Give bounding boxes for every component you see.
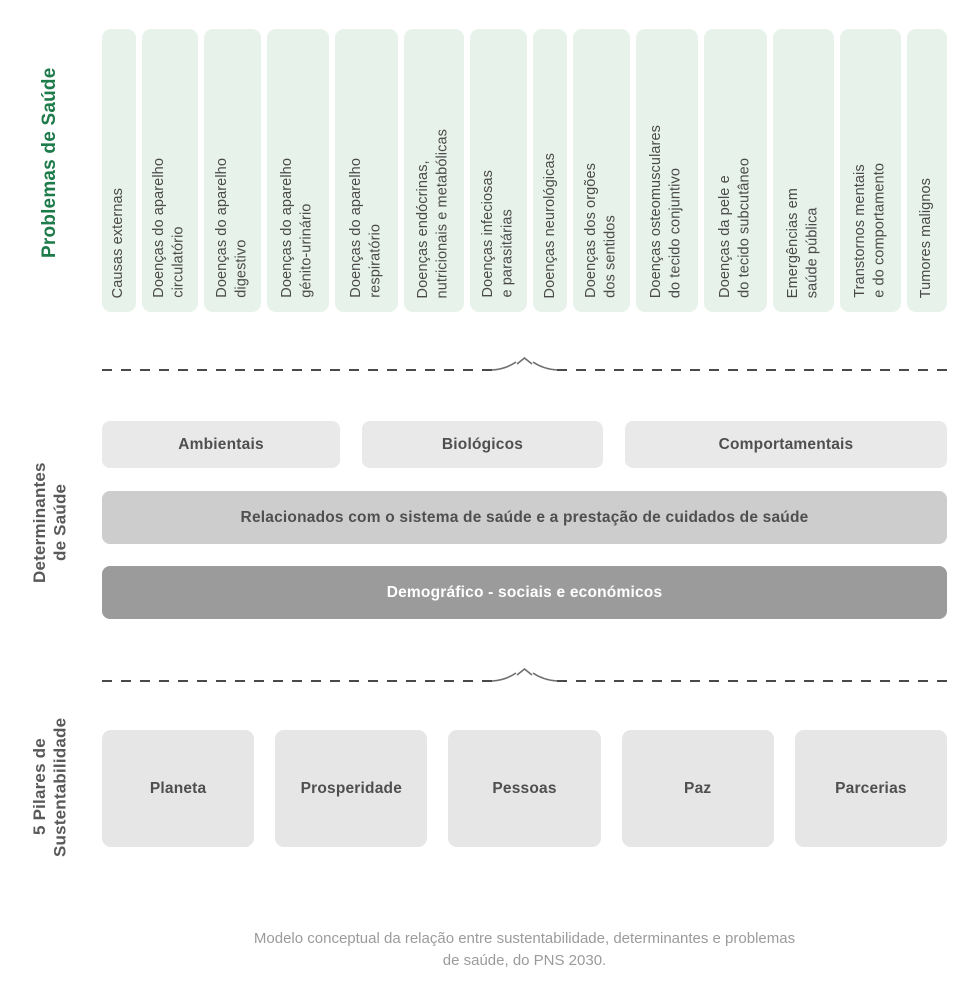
problems-row: Causas externas Doenças do aparelho circu… xyxy=(102,29,948,312)
problem-card: Doenças osteomusculares do tecido conjun… xyxy=(635,29,699,312)
section-label-problemas-de-saude: Problemas de Saúde xyxy=(39,67,60,259)
problem-card-label: Doenças dos orgões dos sentidos xyxy=(582,163,619,298)
problem-card: Doenças do aparelho circulatório xyxy=(141,29,199,312)
problem-card: Doenças neurológicas xyxy=(533,29,568,312)
problem-card: Doenças do aparelho respiratório xyxy=(335,29,398,312)
problem-card: Doenças endócrinas, nutricionais e metab… xyxy=(403,29,464,312)
problem-card-label: Doenças neurológicas xyxy=(541,152,558,298)
problem-card-label: Doenças do aparelho circulatório xyxy=(151,158,187,298)
divider-problems-determinants xyxy=(102,356,947,378)
problem-card-label: Doenças infeciosas e parasitárias xyxy=(480,170,516,298)
problem-card-label: Emergências em saúde pública xyxy=(784,187,821,298)
problem-card: Transtornos mentais e do comportamento xyxy=(839,29,902,312)
problem-card: Causas externas xyxy=(102,29,136,312)
problem-card: Doenças do aparelho digestivo xyxy=(204,29,261,312)
problem-card-label: Tumores malignos xyxy=(918,177,935,298)
problem-card-label: Doenças endócrinas, nutricionais e metab… xyxy=(415,128,451,298)
determinant-box: Biológicos xyxy=(362,421,603,468)
problem-card-label: Doenças osteomusculares do tecido conjun… xyxy=(648,124,684,298)
section-label-5-pilares-de-sustentabilidade: 5 Pilares de Sustentabilidade xyxy=(30,717,70,857)
pillar-box: Prosperidade xyxy=(275,730,428,847)
problem-card-label: Doenças da pele e do tecido subcutâneo xyxy=(716,158,753,298)
determinant-bar-sistema-de-saude: Relacionados com o sistema de saúde e a … xyxy=(102,491,947,544)
problem-card-label: Doenças do aparelho digestivo xyxy=(213,158,250,298)
problem-card: Doenças do aparelho génito-urinário xyxy=(266,29,330,312)
problem-card-label: Doenças do aparelho respiratório xyxy=(347,158,384,298)
determinant-bar-demografico-sociais-economicos: Demográfico - sociais e económicos xyxy=(102,566,947,619)
problem-card-label: Causas externas xyxy=(110,187,127,298)
problem-card-label: Doenças do aparelho génito-urinário xyxy=(279,158,315,298)
problem-card: Doenças infeciosas e parasitárias xyxy=(469,29,528,312)
problem-card: Doenças dos orgões dos sentidos xyxy=(573,29,630,312)
problem-card-label: Transtornos mentais e do comportamento xyxy=(852,163,888,298)
determinant-box: Comportamentais xyxy=(625,421,947,468)
pillar-box: Planeta xyxy=(102,730,255,847)
determinant-box: Ambientais xyxy=(102,421,340,468)
pillar-box: Pessoas xyxy=(448,730,601,847)
pillar-box: Parcerias xyxy=(794,730,948,847)
problem-card: Doenças da pele e do tecido subcutâneo xyxy=(704,29,767,312)
problem-card: Tumores malignos xyxy=(907,29,948,312)
problem-card: Emergências em saúde pública xyxy=(772,29,834,312)
section-label-determinantes-de-saude: Determinantes de Saúde xyxy=(30,462,70,583)
divider-determinants-pillars xyxy=(102,667,947,689)
pillar-box: Paz xyxy=(621,730,774,847)
figure-caption: Modelo conceptual da relação entre suste… xyxy=(253,930,796,969)
determinants-top-row: Ambientais Biológicos Comportamentais xyxy=(102,421,947,468)
